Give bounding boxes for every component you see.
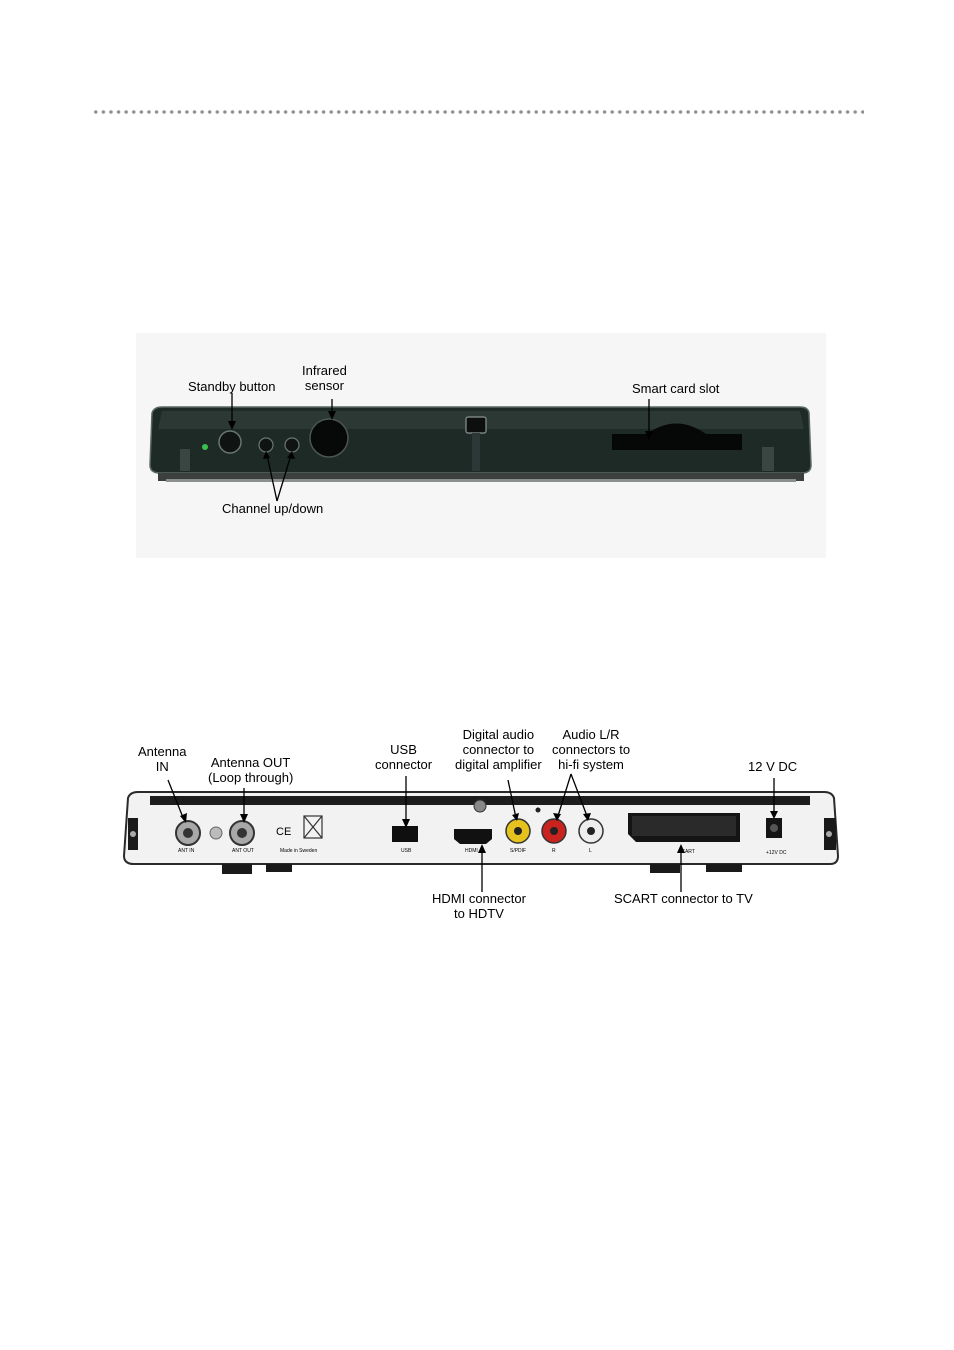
label-audio-lr-line2: connectors to — [552, 742, 631, 757]
label-hdmi-line2: to HDTV — [454, 906, 504, 921]
label-audio-lr: Audio L/R connectors to hi-fi system — [552, 727, 630, 772]
port-dc: +12V DC — [766, 850, 787, 856]
port-usb: USB — [401, 848, 412, 854]
label-digital-audio-line2: connector to — [462, 742, 535, 757]
label-infrared-line2: sensor — [304, 378, 344, 393]
rear-panel-photo — [122, 773, 840, 892]
label-antenna-in-line1: Antenna — [138, 744, 187, 759]
port-spdif: S/PDIF — [510, 848, 527, 854]
label-usb-line1: USB — [390, 742, 417, 757]
label-hdmi-connector: HDMI connector to HDTV — [432, 891, 526, 921]
label-usb-line2: connector — [375, 757, 433, 772]
label-smart-card-slot: Smart card slot — [632, 381, 720, 396]
label-antenna-in-line2: IN — [155, 759, 169, 774]
label-digital-audio-line1: Digital audio — [462, 727, 535, 742]
label-antenna-out-line2: (Loop through) — [208, 770, 294, 785]
rear-panel-figure: ANT IN ANT OUT CE Made in Sweden USB HDM… — [120, 726, 842, 928]
port-ant-out: ANT OUT — [232, 848, 254, 854]
port-l: L — [589, 848, 592, 854]
label-digital-audio: Digital audio connector to digital ampli… — [455, 727, 542, 772]
label-audio-lr-line1: Audio L/R — [562, 727, 620, 742]
label-channel-up-down: Channel up/down — [222, 501, 324, 516]
front-panel-figure: Standby button Infrared sensor Smart car… — [136, 333, 826, 558]
port-scart: SCART — [678, 849, 695, 855]
label-scart-connector: SCART connector to TV — [614, 891, 753, 906]
label-infrared-sensor: Infrared sensor — [302, 363, 347, 393]
port-made-in: Made in Sweden — [280, 848, 318, 854]
label-antenna-in: Antenna IN — [138, 744, 186, 774]
port-hdmi: HDMI — [465, 848, 478, 854]
label-hdmi-line1: HDMI connector — [432, 891, 526, 906]
label-digital-audio-line3: digital amplifier — [455, 757, 542, 772]
ce-mark: CE — [276, 826, 292, 838]
port-r: R — [552, 848, 556, 854]
label-infrared-line1: Infrared — [302, 363, 347, 378]
label-12v-dc: 12 V DC — [748, 759, 798, 774]
port-ant-in: ANT IN — [178, 848, 195, 854]
label-antenna-out-line1: Antenna OUT — [210, 755, 291, 770]
label-usb-connector: USB connector — [375, 742, 432, 772]
front-panel-photo — [136, 333, 826, 558]
label-audio-lr-line3: hi-fi system — [558, 757, 624, 772]
label-antenna-out: Antenna OUT (Loop through) — [208, 755, 293, 785]
label-standby-button: Standby button — [188, 379, 276, 394]
dotted-divider — [92, 110, 864, 114]
